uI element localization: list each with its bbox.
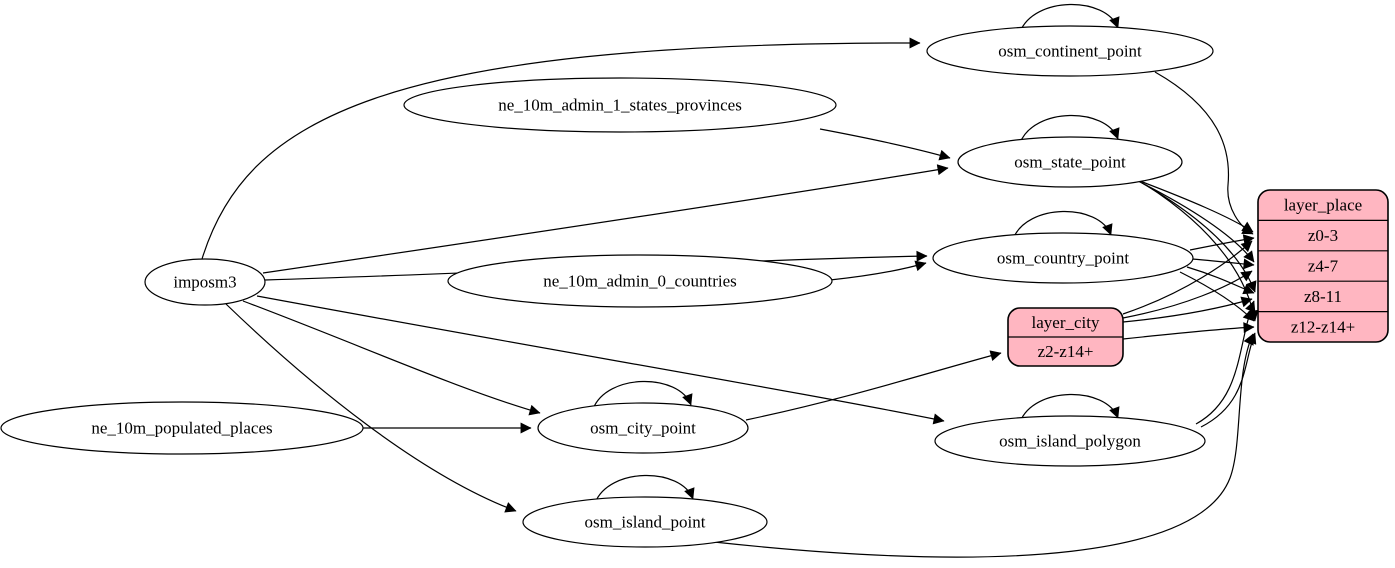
table-label: ne_10m_populated_places bbox=[91, 419, 272, 438]
edge-layer_city-to-layer_place-z4-7 bbox=[1122, 270, 1253, 319]
record-zoom-row: z2-z14+ bbox=[1038, 342, 1094, 361]
edge-osm_island_polygon-to-layer_place-z8-11 bbox=[1195, 300, 1256, 425]
node-osm_city_point: osm_city_point bbox=[537, 402, 749, 454]
record-title: layer_place bbox=[1284, 196, 1362, 215]
edge-osm_country_point-to-layer_place-z8-11 bbox=[1186, 266, 1255, 295]
node-layer_place: layer_place z0-3 z4-7 z8-11 z12-z14+ bbox=[1257, 189, 1389, 343]
table-label: osm_island_polygon bbox=[999, 432, 1141, 451]
table-ellipse bbox=[537, 402, 749, 454]
edge-imposm3-to-osm_state_point bbox=[262, 164, 949, 274]
node-osm_continent_point: osm_continent_point bbox=[926, 25, 1214, 77]
node-ne_10m_populated_places: ne_10m_populated_places bbox=[0, 401, 364, 455]
edge-osm_state_point-to-osm_state_point bbox=[1019, 114, 1120, 144]
node-layer: imposm3 ne_10m_admin_1_states_provincesne… bbox=[0, 25, 1389, 548]
edge-layer_city-to-layer_place-z12-z14+ bbox=[1122, 322, 1255, 340]
table-label: osm_continent_point bbox=[998, 42, 1142, 61]
node-imposm3: imposm3 bbox=[144, 258, 266, 306]
edge-osm_country_point-to-layer_place-z4-7 bbox=[1191, 258, 1255, 270]
node-osm_island_point: osm_island_point bbox=[522, 496, 768, 548]
table-ellipse bbox=[934, 415, 1206, 467]
node-ne_10m_admin_1_states_provinces: ne_10m_admin_1_states_provinces bbox=[403, 77, 837, 133]
edge-osm_island_point-to-layer_place-z12-z14+ bbox=[713, 333, 1254, 558]
edge-osm_island_polygon-to-osm_island_polygon bbox=[1019, 393, 1120, 423]
table-label: osm_island_point bbox=[585, 513, 706, 532]
edge-osm_country_point-to-layer_place-z12-z14+ bbox=[1179, 271, 1255, 322]
edge-imposm3-to-osm_city_point bbox=[242, 300, 541, 416]
edge-layer_city-to-layer_place-z0-3 bbox=[1122, 240, 1253, 315]
table-ellipse bbox=[403, 77, 837, 133]
record-zoom-row: z4-7 bbox=[1308, 257, 1339, 276]
edge-osm_island_point-to-osm_island_point bbox=[594, 474, 695, 504]
edge-ne_10m_admin_0_countries-to-osm_country_point bbox=[829, 260, 927, 281]
record-zoom-row: z8-11 bbox=[1304, 287, 1342, 306]
edge-osm_island_polygon-to-layer_place-z12-z14+ bbox=[1200, 332, 1257, 428]
edge-ne_10m_admin_1_states_provinces-to-osm_state_point bbox=[819, 128, 951, 161]
record-zoom-row: z0-3 bbox=[1308, 226, 1338, 245]
edge-osm_country_point-to-osm_country_point bbox=[1012, 210, 1113, 240]
layer-record-box bbox=[1257, 189, 1389, 343]
node-osm_island_polygon: osm_island_polygon bbox=[934, 415, 1206, 467]
node-osm_country_point: osm_country_point bbox=[932, 232, 1194, 284]
node-layer_city: layer_city z2-z14+ bbox=[1007, 307, 1124, 367]
edge-imposm3-to-osm_island_polygon bbox=[256, 295, 945, 425]
record-zoom-row: z12-z14+ bbox=[1291, 317, 1355, 336]
table-label: ne_10m_admin_0_countries bbox=[543, 272, 737, 291]
table-label: imposm3 bbox=[173, 273, 236, 292]
table-label: ne_10m_admin_1_states_provinces bbox=[498, 96, 742, 115]
table-ellipse bbox=[447, 254, 833, 308]
record-title: layer_city bbox=[1032, 313, 1100, 332]
edge-osm_state_point-to-layer_place-z0-3 bbox=[1131, 177, 1254, 233]
edge-osm_city_point-to-osm_city_point bbox=[592, 380, 693, 410]
edge-imposm3-to-osm_continent_point bbox=[201, 37, 921, 260]
node-osm_state_point: osm_state_point bbox=[957, 136, 1183, 188]
edge-imposm3-to-osm_island_point bbox=[225, 303, 517, 513]
table-label: osm_city_point bbox=[590, 419, 696, 438]
edge-osm_city_point-to-layer_city-z2-z14+ bbox=[745, 350, 1002, 421]
edge-layer_city-to-layer_place-z8-11 bbox=[1122, 296, 1253, 323]
table-ellipse bbox=[932, 232, 1194, 284]
table-ellipse bbox=[926, 25, 1214, 77]
edge-osm_country_point-to-layer_place-z0-3 bbox=[1189, 234, 1255, 251]
edge-osm_state_point-to-layer_place-z8-11 bbox=[1141, 182, 1257, 293]
table-label: osm_state_point bbox=[1014, 153, 1126, 172]
table-label: osm_country_point bbox=[997, 249, 1129, 268]
table-ellipse bbox=[522, 496, 768, 548]
edge-osm_state_point-to-layer_place-z4-7 bbox=[1137, 180, 1255, 263]
table-ellipse bbox=[957, 136, 1183, 188]
table-ellipse bbox=[144, 258, 266, 306]
edge-osm_continent_point-to-osm_continent_point bbox=[1019, 3, 1120, 33]
table-ellipse bbox=[0, 401, 364, 455]
edge-layer bbox=[201, 3, 1259, 558]
node-ne_10m_admin_0_countries: ne_10m_admin_0_countries bbox=[447, 254, 833, 308]
edge-osm_continent_point-to-layer_place-z0-3 bbox=[1154, 71, 1254, 235]
